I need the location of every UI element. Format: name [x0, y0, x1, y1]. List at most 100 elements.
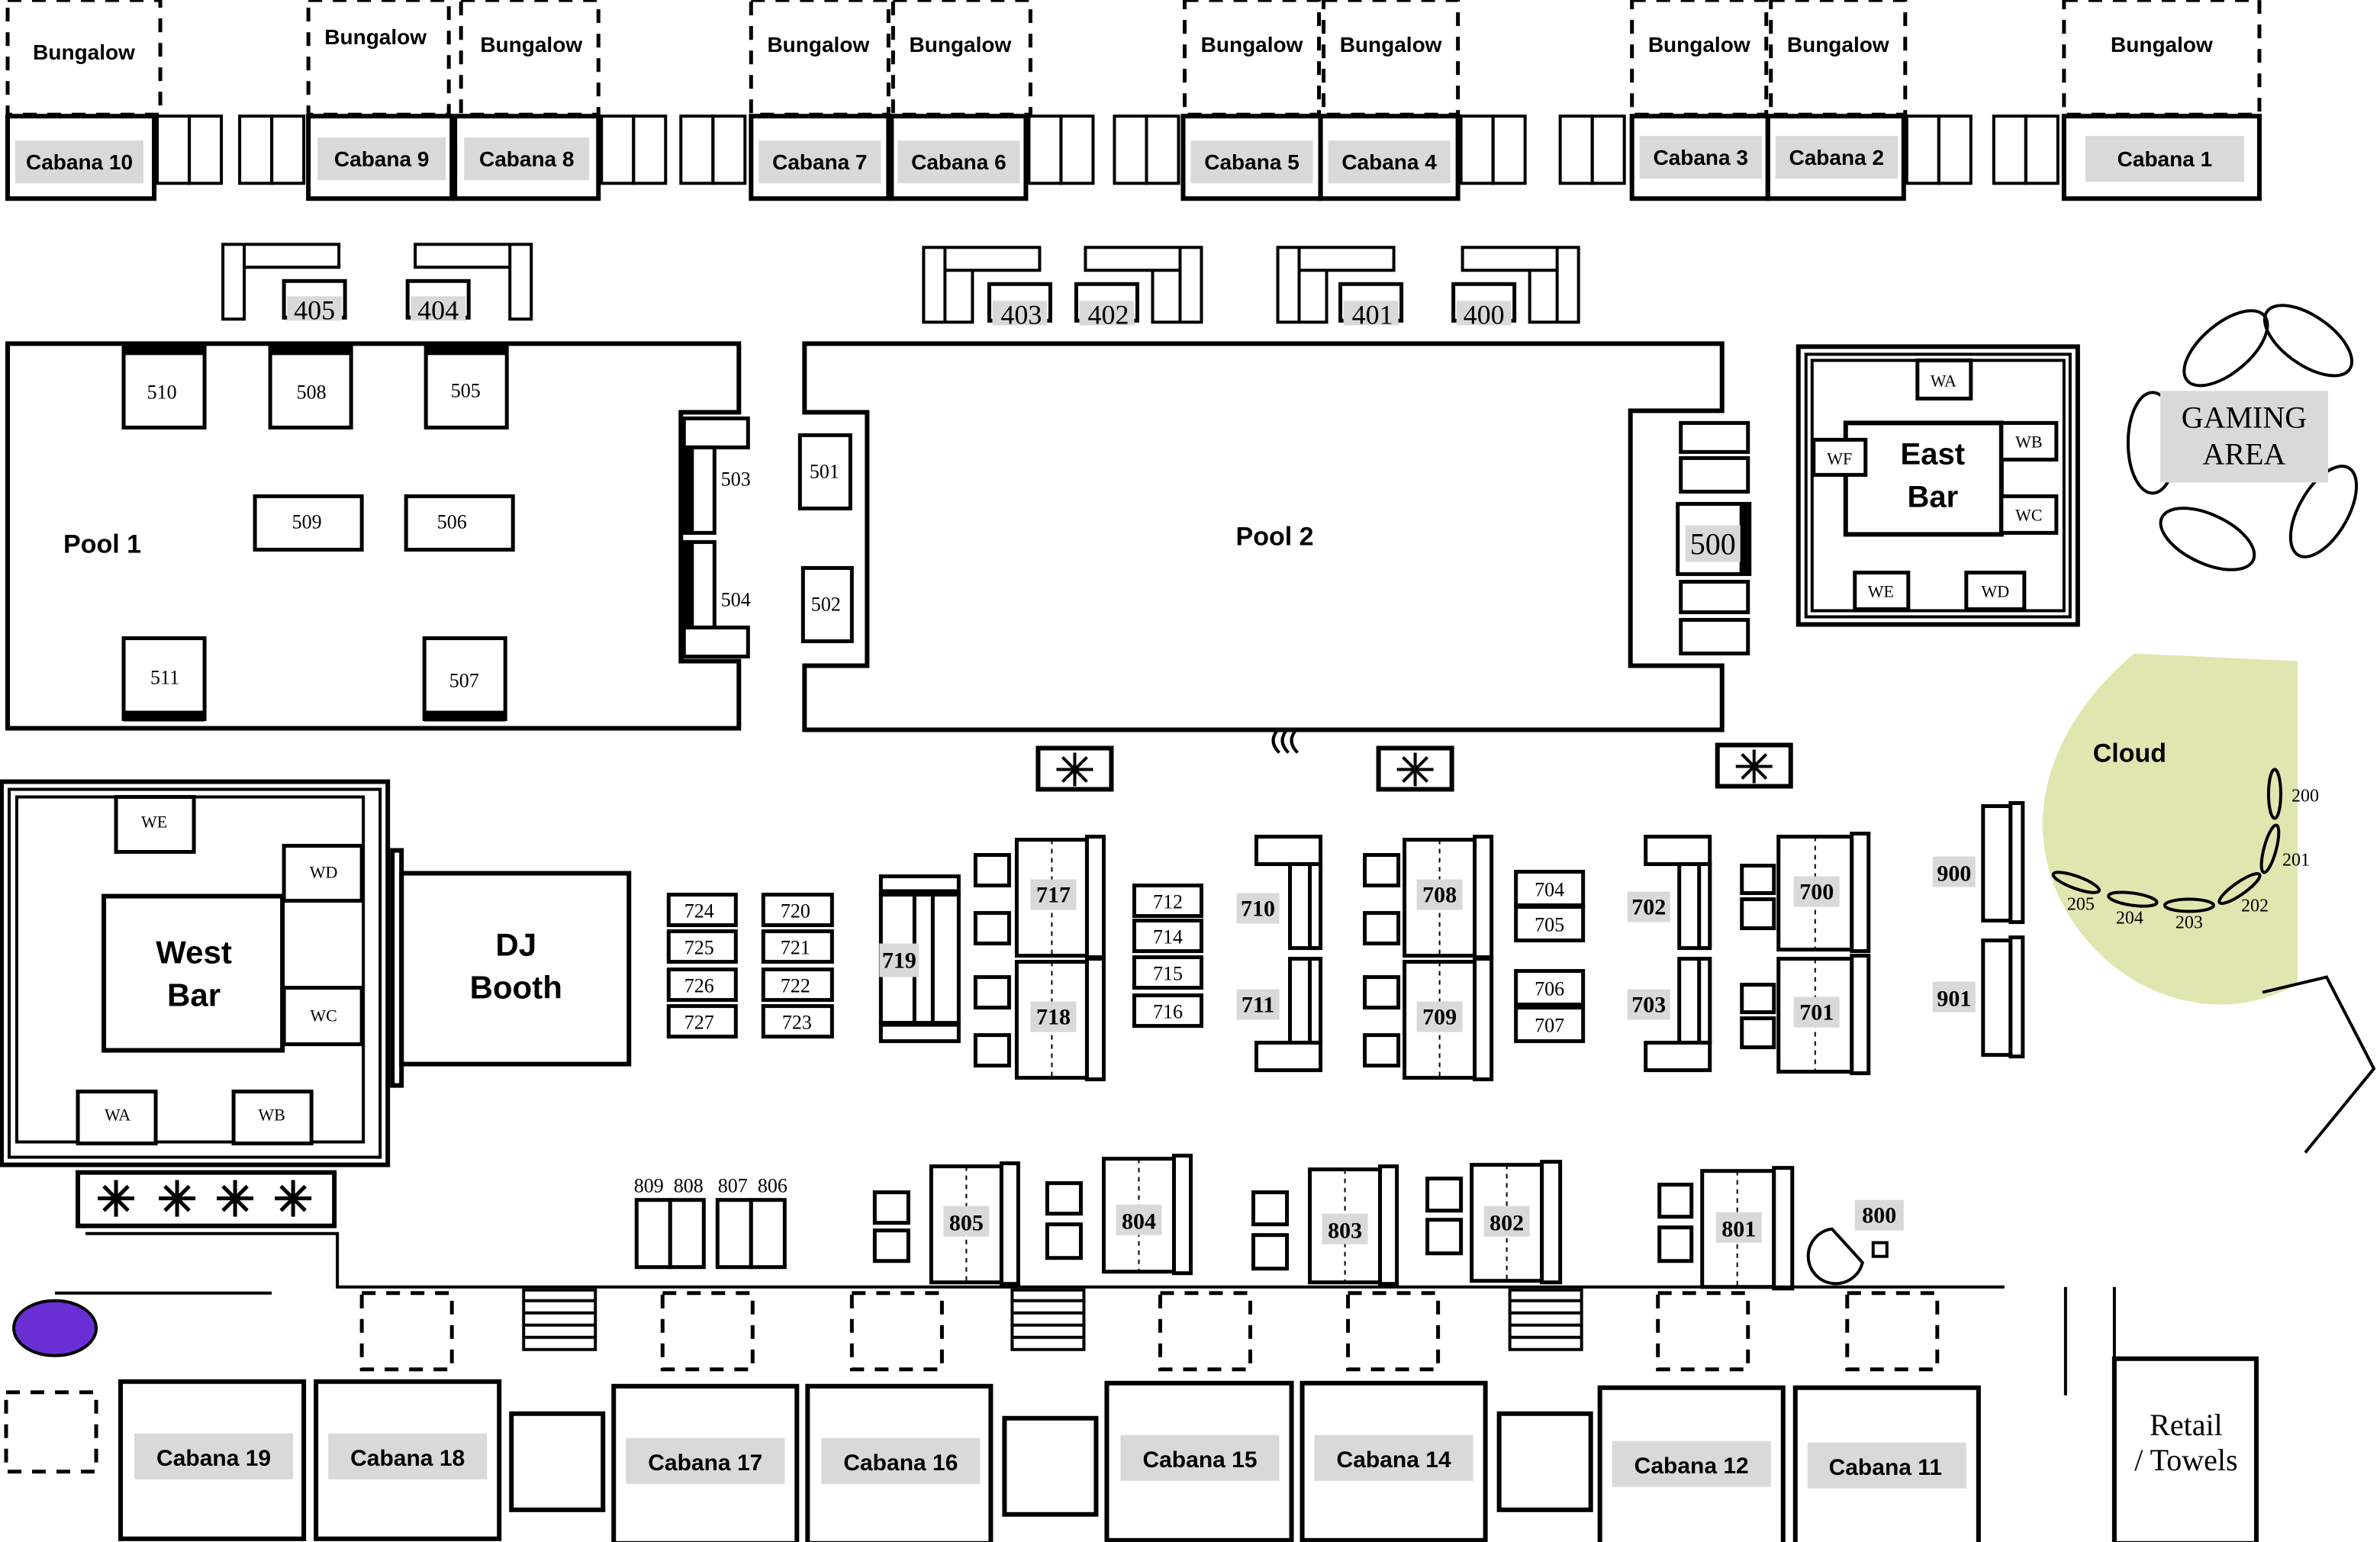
cloud-seat-201[interactable]: 201: [2282, 851, 2310, 871]
bungalow-label: Bungalow: [1648, 33, 1750, 56]
cloud-seat-202[interactable]: 202: [2241, 897, 2269, 916]
table-502[interactable]: 502: [811, 593, 841, 615]
table-510[interactable]: 510: [147, 381, 177, 403]
table-719[interactable]: 719: [882, 948, 916, 974]
table-710[interactable]: 710: [1241, 897, 1275, 922]
star-icon: [98, 1180, 312, 1217]
table-507[interactable]: 507: [449, 669, 479, 691]
table-807[interactable]: 807: [718, 1175, 748, 1197]
tables-400-series: 405 404 403 402 401 400: [221, 243, 1580, 330]
cloud-seat-205[interactable]: 205: [2067, 895, 2095, 915]
table-701[interactable]: 701: [1799, 1000, 1834, 1025]
table-702[interactable]: 702: [1631, 895, 1666, 920]
table-720[interactable]: 720: [781, 900, 810, 922]
west-bar-station-wd[interactable]: WD: [310, 863, 338, 882]
west-bar-station-wa[interactable]: WA: [105, 1106, 130, 1125]
table-801[interactable]: 801: [1721, 1217, 1756, 1242]
table-700[interactable]: 700: [1799, 880, 1834, 905]
table-715[interactable]: 715: [1153, 963, 1183, 985]
table-511[interactable]: 511: [150, 666, 179, 688]
table-714[interactable]: 714: [1153, 926, 1183, 948]
stairs-icon: [522, 1288, 597, 1351]
table-707[interactable]: 707: [1535, 1015, 1564, 1037]
cloud-seat-200[interactable]: 200: [2291, 787, 2319, 806]
bungalow-label: Bungalow: [324, 25, 427, 49]
pool-2-label: Pool 2: [1236, 522, 1314, 551]
west-bar-station-wb[interactable]: WB: [258, 1106, 285, 1125]
east-bar-station-wd[interactable]: WD: [1982, 581, 2010, 600]
table-800[interactable]: 800: [1862, 1203, 1896, 1228]
table-405[interactable]: 405: [294, 295, 335, 325]
cloud-seat-204[interactable]: 204: [2116, 909, 2143, 929]
table-402[interactable]: 402: [1087, 299, 1129, 330]
table-803[interactable]: 803: [1328, 1218, 1362, 1244]
table-506[interactable]: 506: [437, 510, 467, 533]
east-bar-label-1: East: [1901, 437, 1966, 471]
table-505[interactable]: 505: [451, 379, 481, 401]
table-722[interactable]: 722: [781, 975, 810, 997]
retail-label-2: / Towels: [2134, 1443, 2237, 1477]
table-726[interactable]: 726: [684, 975, 714, 997]
east-bar-station-wc[interactable]: WC: [2015, 505, 2042, 524]
top-cabanas: Cabana 10 Cabana 9 Cabana 8 Cabana 7 Cab…: [5, 114, 2262, 201]
table-727[interactable]: 727: [684, 1012, 714, 1034]
table-500[interactable]: 500: [1690, 526, 1736, 561]
table-712[interactable]: 712: [1153, 891, 1183, 913]
west-bar-station-we[interactable]: WE: [141, 813, 167, 832]
east-bar-station-wb[interactable]: WB: [2015, 432, 2042, 451]
cloud-area: Cloud 200 201 202 203 204 205: [2042, 653, 2376, 1154]
table-805[interactable]: 805: [949, 1211, 984, 1236]
tables-700-series: 724 725 726 727 720 721 722 723 719 717 …: [666, 832, 1871, 1082]
table-900[interactable]: 900: [1937, 861, 1971, 887]
cabana-5-label: Cabana 5: [1204, 150, 1299, 174]
table-404[interactable]: 404: [417, 295, 459, 325]
table-401[interactable]: 401: [1352, 299, 1393, 330]
cloud-seat-203[interactable]: 203: [2175, 913, 2203, 933]
cabana-8-label: Cabana 8: [479, 147, 575, 171]
table-723[interactable]: 723: [782, 1012, 812, 1034]
east-bar-station-we[interactable]: WE: [1868, 581, 1894, 600]
star-icon: [1056, 752, 1093, 787]
cabana-17-label: Cabana 17: [648, 1450, 762, 1476]
table-501[interactable]: 501: [810, 460, 839, 482]
cabana-3-label: Cabana 3: [1653, 146, 1748, 169]
table-706[interactable]: 706: [1535, 978, 1564, 1000]
table-503[interactable]: 503: [721, 468, 751, 490]
table-403[interactable]: 403: [1000, 299, 1042, 330]
table-808[interactable]: 808: [674, 1175, 704, 1197]
table-709[interactable]: 709: [1422, 1005, 1457, 1030]
table-711[interactable]: 711: [1242, 993, 1274, 1018]
bungalow-label: Bungalow: [1340, 33, 1442, 56]
table-725[interactable]: 725: [684, 937, 714, 959]
east-bar-station-wa[interactable]: WA: [1931, 371, 1956, 390]
table-901[interactable]: 901: [1937, 987, 1971, 1012]
table-705[interactable]: 705: [1535, 914, 1564, 936]
table-806[interactable]: 806: [758, 1175, 787, 1197]
table-716[interactable]: 716: [1153, 1001, 1183, 1023]
stairs-icon: [1010, 1288, 1086, 1351]
dj-booth: DJ Booth: [390, 848, 632, 1088]
table-509[interactable]: 509: [292, 510, 322, 533]
west-bar-station-wc[interactable]: WC: [310, 1006, 337, 1025]
table-400[interactable]: 400: [1464, 299, 1505, 330]
chevron-marker-icon: [1271, 727, 1299, 754]
table-718[interactable]: 718: [1036, 1005, 1071, 1030]
east-bar-station-wf[interactable]: WF: [1827, 449, 1852, 468]
table-717[interactable]: 717: [1036, 883, 1071, 908]
table-708[interactable]: 708: [1422, 883, 1457, 908]
cabana-18-label: Cabana 18: [350, 1446, 465, 1471]
table-508[interactable]: 508: [297, 381, 327, 403]
tables-800-series: 809 808 807 806 805 804 803 802 801 800: [634, 1154, 1904, 1291]
table-721[interactable]: 721: [781, 937, 810, 959]
table-802[interactable]: 802: [1490, 1211, 1524, 1236]
table-804[interactable]: 804: [1122, 1209, 1156, 1235]
table-704[interactable]: 704: [1535, 879, 1564, 901]
west-bar-label-2: Bar: [167, 977, 221, 1013]
bungalow-label: Bungalow: [33, 40, 135, 64]
table-504[interactable]: 504: [721, 588, 751, 610]
table-703[interactable]: 703: [1631, 993, 1666, 1018]
bungalow-label: Bungalow: [2111, 33, 2213, 56]
table-724[interactable]: 724: [684, 900, 714, 922]
top-loungers: [156, 114, 2060, 185]
table-809[interactable]: 809: [634, 1175, 664, 1197]
